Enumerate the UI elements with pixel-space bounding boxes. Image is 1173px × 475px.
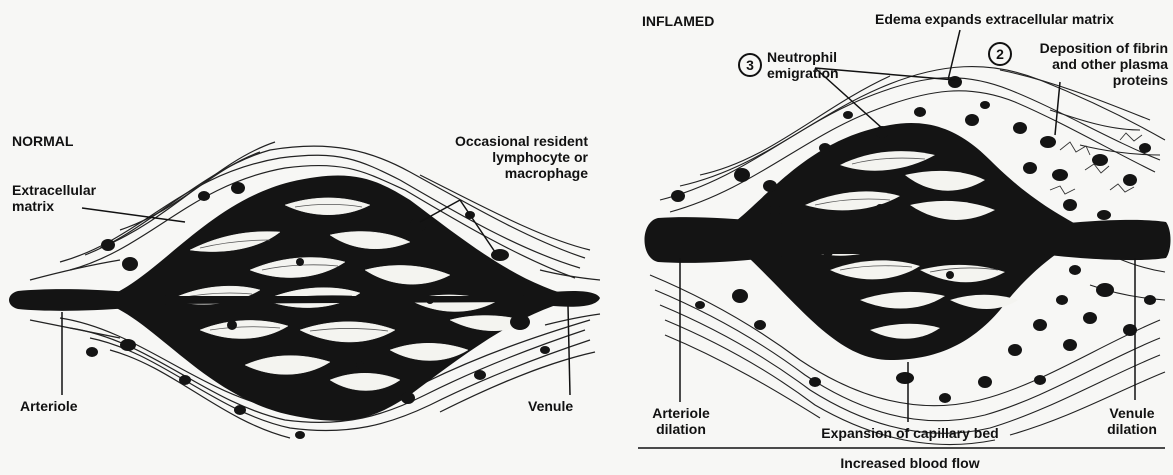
resident-cell-label: Occasional resident lymphocyte or macrop… [398, 133, 588, 181]
capillary-expansion-label: Expansion of capillary bed [790, 425, 1030, 441]
neutrophil-step-number: 3 [738, 53, 762, 77]
neutrophil-emigration-label: Neutrophil emigration [767, 49, 839, 81]
inflamed-tissue [638, 30, 1171, 448]
normal-tissue [9, 142, 600, 439]
extracellular-matrix-label: Extracellular matrix [12, 182, 96, 214]
arteriole-dilation-label: Arteriole dilation [636, 405, 726, 437]
increased-blood-flow-label: Increased blood flow [790, 455, 1030, 471]
edema-label: Edema expands extracellular matrix [875, 11, 1114, 27]
venule-label: Venule [528, 398, 573, 414]
arteriole-label: Arteriole [20, 398, 78, 414]
inflamed-panel-title: INFLAMED [642, 13, 714, 29]
venule-dilation-label: Venule dilation [1092, 405, 1172, 437]
fibrin-deposition-label: Deposition of fibrin and other plasma pr… [1000, 40, 1168, 88]
normal-panel-title: NORMAL [12, 133, 73, 149]
